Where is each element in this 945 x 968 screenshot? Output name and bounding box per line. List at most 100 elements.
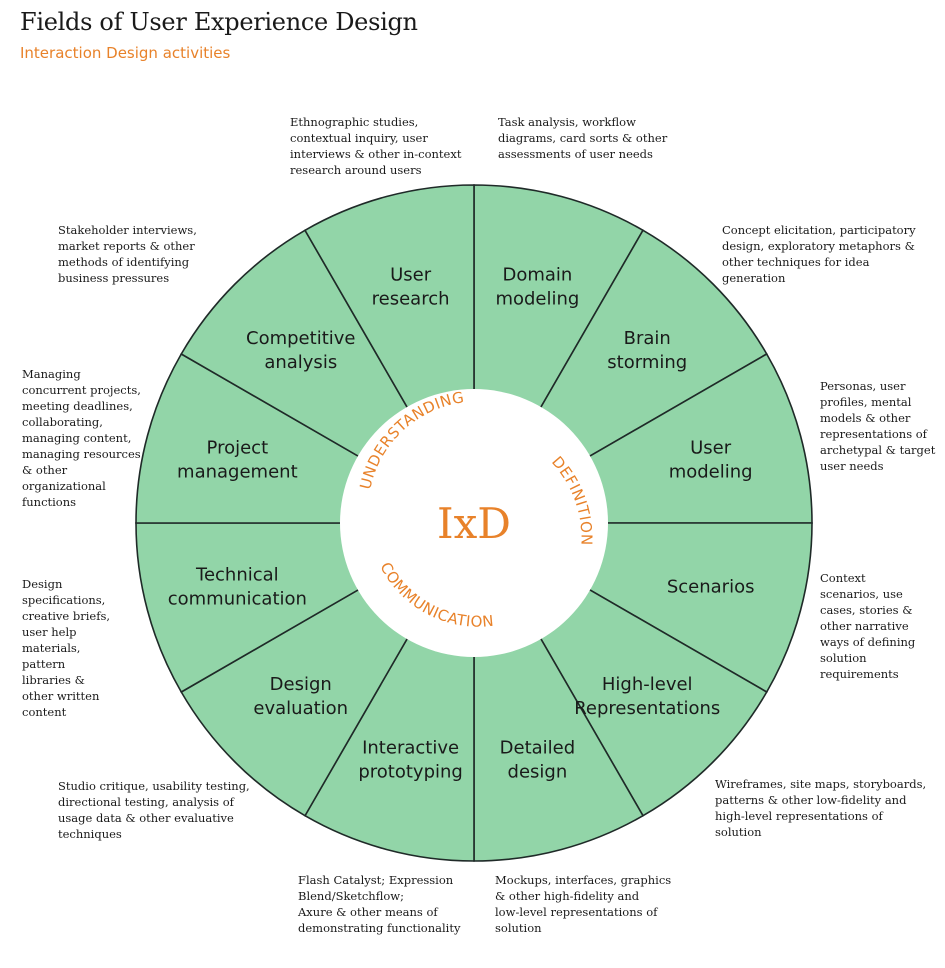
annotation-line: contextual inquiry, user xyxy=(290,131,428,145)
annotation-line: market reports & other xyxy=(58,239,195,253)
annotation-line: collaborating, xyxy=(22,415,103,429)
annotation-line: Ethnographic studies, xyxy=(290,115,419,129)
annotation-line: Mockups, interfaces, graphics xyxy=(495,873,672,887)
page-title: Fields of User Experience Design xyxy=(20,8,418,36)
segment-label-line: storming xyxy=(607,352,687,373)
segment-label-scenarios: Scenarios xyxy=(667,576,755,597)
segment-label-line: modeling xyxy=(669,462,753,483)
segment-label-line: Technical xyxy=(195,564,279,585)
annotation-line: interviews & other in-context xyxy=(290,147,462,161)
annotation-line: user needs xyxy=(820,459,884,473)
segment-label-line: design xyxy=(508,762,568,783)
annotation-line: Task analysis, workflow xyxy=(498,115,636,129)
annotation-line: patterns & other low-fidelity and xyxy=(715,793,907,807)
segment-label-interactive-prototyping: Interactive prototyping xyxy=(358,738,462,783)
segment-label-line: Interactive xyxy=(362,738,459,759)
annotation-line: Wireframes, site maps, storyboards, xyxy=(715,777,927,791)
annotation-line: generation xyxy=(722,271,786,285)
annotation-competitive-analysis: Stakeholder interviews,market reports & … xyxy=(58,222,197,286)
annotation-line: other written xyxy=(22,689,100,703)
annotation-line: & other high-fidelity and xyxy=(495,889,640,903)
annotation-line: ways of defining xyxy=(820,635,916,649)
annotation-line: managing content, xyxy=(22,431,132,445)
annotation-line: directional testing, analysis of xyxy=(58,795,234,809)
annotation-line: models & other xyxy=(820,411,911,425)
segment-label-line: communication xyxy=(168,588,307,609)
annotation-line: techniques xyxy=(58,827,122,841)
annotation-user-research: Ethnographic studies, contextual inquiry,… xyxy=(290,114,461,178)
segment-label-line: User xyxy=(390,264,432,285)
annotation-line: managing resources xyxy=(22,447,141,461)
segment-label-technical-communication: Technical communication xyxy=(168,564,307,609)
segment-label-line: modeling xyxy=(495,288,579,309)
annotation-line: & other xyxy=(22,463,68,477)
annotation-line: materials, xyxy=(22,641,81,655)
annotation-line: representations of xyxy=(820,427,927,441)
annotation-line: requirements xyxy=(820,667,899,681)
annotation-line: libraries & xyxy=(22,673,85,687)
segment-label-line: prototyping xyxy=(358,762,462,783)
annotation-line: Flash Catalyst; Expression xyxy=(298,873,454,887)
annotation-line: solution xyxy=(495,921,542,935)
annotation-line: high-level representations of xyxy=(715,809,883,823)
annotation-line: diagrams, card sorts & other xyxy=(498,131,668,145)
annotation-line: concurrent projects, xyxy=(22,383,141,397)
annotation-technical-communication: Design specifications, creative briefs, use… xyxy=(22,576,110,720)
annotation-design-evaluation: Studio critique, usability testing, direc… xyxy=(58,778,250,842)
center-hub xyxy=(340,389,608,657)
annotation-line: user help xyxy=(22,625,77,639)
annotation-detailed-design: Mockups, interfaces, graphics & other hig… xyxy=(495,872,671,936)
annotation-line: demonstrating functionality xyxy=(298,921,461,935)
annotation-high-level-representations: Wireframes, site maps, storyboards, patte… xyxy=(715,776,926,840)
page-subtitle: Interaction Design activities xyxy=(20,44,231,62)
annotation-line: low-level representations of xyxy=(495,905,658,919)
segment-label-detailed-design: Detailed design xyxy=(500,738,576,783)
annotation-line: solution xyxy=(820,651,867,665)
segment-label-line: Scenarios xyxy=(667,576,755,597)
annotation-line: profiles, mental xyxy=(820,395,912,409)
annotation-line: creative briefs, xyxy=(22,609,111,623)
segment-label-line: Project xyxy=(207,438,269,459)
annotation-domain-modeling: Task analysis, workflow diagrams, card so… xyxy=(498,114,667,162)
segment-label-line: Competitive xyxy=(246,328,355,349)
annotation-line: methods of identifying xyxy=(58,255,190,269)
segment-label-line: evaluation xyxy=(253,698,348,719)
annotation-line: usage data & other evaluative xyxy=(58,811,234,825)
annotation-line: solution xyxy=(715,825,762,839)
annotation-line: Studio critique, usability testing, xyxy=(58,779,250,793)
annotation-line: business pressures xyxy=(58,271,170,285)
annotation-line: Personas, user xyxy=(820,379,906,393)
segment-label-brain-storming: Brain storming xyxy=(607,328,687,373)
annotation-line: content xyxy=(22,705,67,719)
annotation-line: Design xyxy=(22,577,63,591)
annotation-line: design, exploratory metaphors & xyxy=(722,239,915,253)
annotation-line: other narrative xyxy=(820,619,909,633)
annotation-line: organizational xyxy=(22,479,106,493)
annotation-line: pattern xyxy=(22,657,66,671)
annotation-line: Context xyxy=(820,571,866,585)
annotation-line: cases, stories & xyxy=(820,603,913,617)
segment-label-line: High-level xyxy=(602,674,693,695)
annotation-line: other techniques for idea xyxy=(722,255,870,269)
annotation-line: research around users xyxy=(290,163,422,177)
annotation-line: specifications, xyxy=(22,593,106,607)
annotation-line: assessments of user needs xyxy=(498,147,653,161)
annotation-line: archetypal & target xyxy=(820,443,936,457)
annotation-line: Concept elicitation, participatory xyxy=(722,223,916,237)
annotation-line: meeting deadlines, xyxy=(22,399,133,413)
segment-label-line: Brain xyxy=(624,328,671,349)
segment-label-line: Representations xyxy=(574,698,720,719)
annotation-line: functions xyxy=(22,495,77,509)
annotation-line: Blend/Sketchflow; xyxy=(298,889,405,903)
segment-label-line: Domain xyxy=(502,264,572,285)
segment-label-line: Detailed xyxy=(500,738,576,759)
